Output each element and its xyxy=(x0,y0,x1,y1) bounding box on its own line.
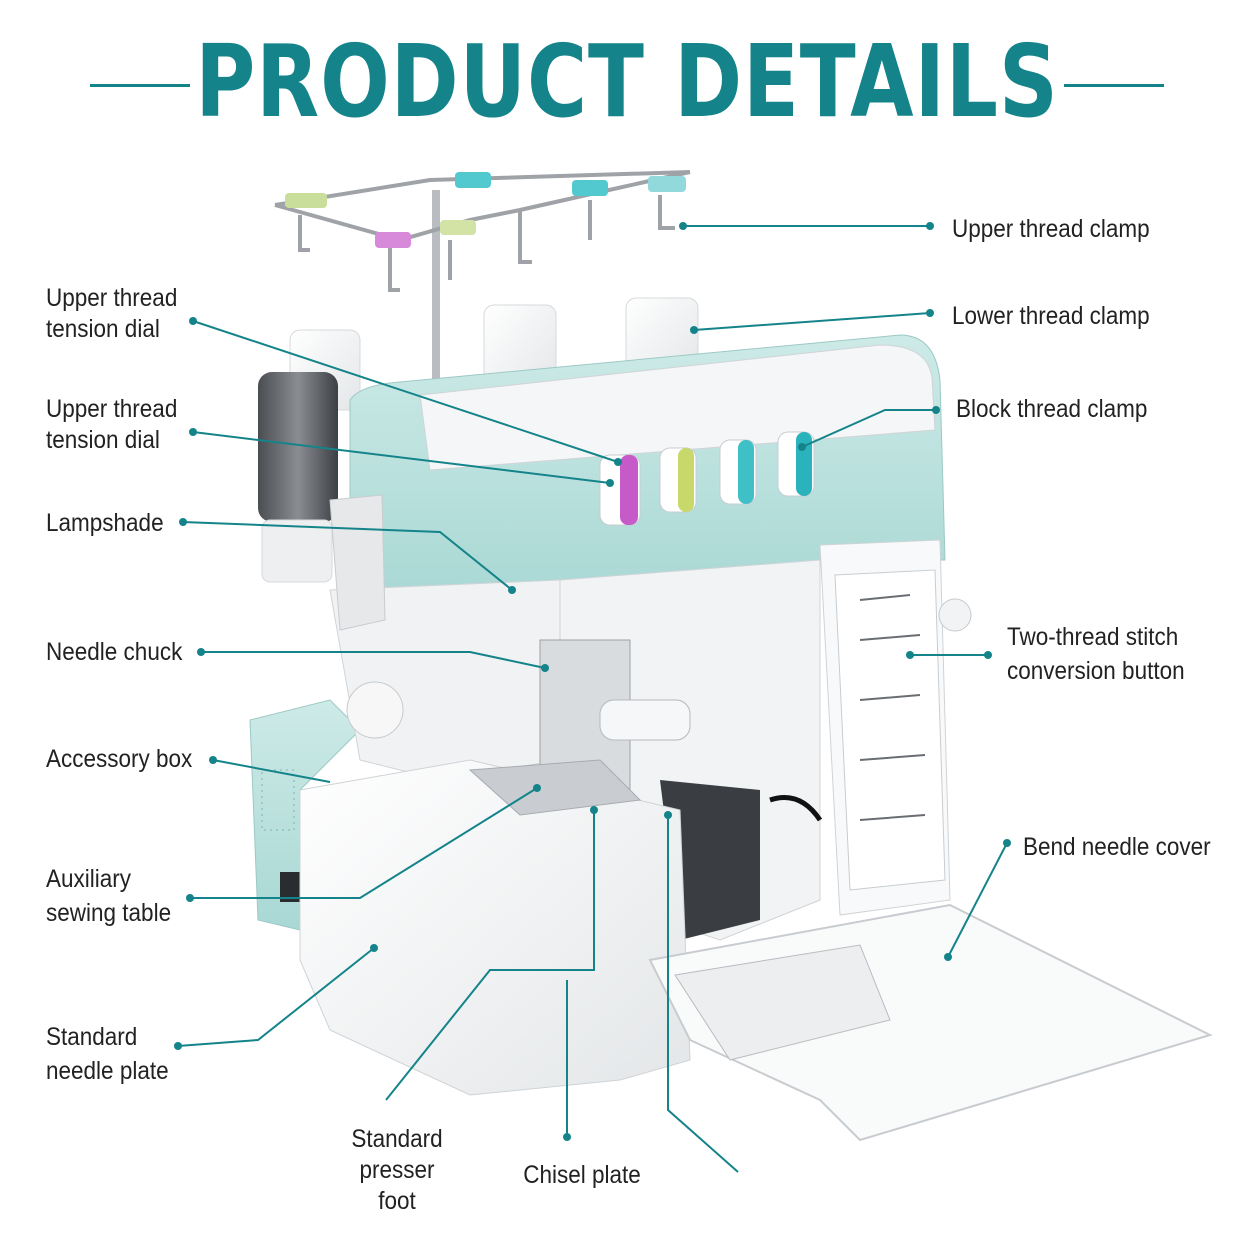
label-auxiliary-sewing-table: Auxiliary sewing table xyxy=(46,865,172,927)
label-standard-needle-plate: Standard needle plate xyxy=(46,1023,169,1085)
page-title: PRODUCT DETAILS xyxy=(195,23,1059,140)
label-block-thread-clamp: Block thread clamp xyxy=(956,395,1148,423)
tension-dials xyxy=(599,431,815,526)
label-upper-thread-clamp: Upper thread clamp xyxy=(952,215,1150,243)
machine-body xyxy=(249,334,1213,1142)
label-accessory-box: Accessory box xyxy=(46,745,193,773)
label-bend-needle-cover: Bend needle cover xyxy=(1023,833,1211,861)
title-rule-right xyxy=(1064,84,1164,87)
leader-lines xyxy=(174,222,1011,1173)
thread-stand xyxy=(274,170,691,390)
label-standard-presser-foot: Standard presser foot xyxy=(351,1125,443,1215)
label-upper-thread-tension-dial-1: Upper thread tension dial xyxy=(46,284,178,343)
label-two-thread-stitch-conversion-button: Two-thread stitch conversion button xyxy=(1007,623,1185,685)
label-chisel-plate: Chisel plate xyxy=(523,1161,641,1189)
label-lampshade: Lampshade xyxy=(46,509,164,537)
label-needle-chuck: Needle chuck xyxy=(46,638,183,666)
title-rule-left xyxy=(90,84,190,87)
label-upper-thread-tension-dial-2: Upper thread tension dial xyxy=(46,395,178,454)
label-lower-thread-clamp: Lower thread clamp xyxy=(952,302,1150,330)
thread-spools xyxy=(258,297,699,583)
